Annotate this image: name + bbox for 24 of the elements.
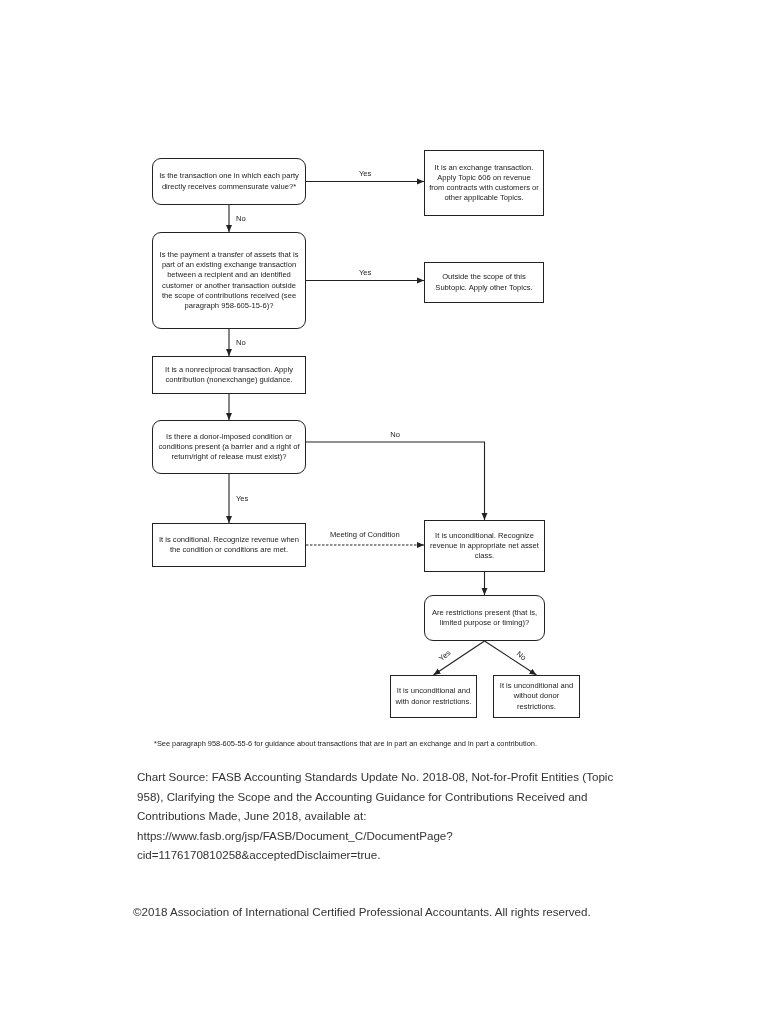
caption: Chart Source: FASB Accounting Standards Update No. 2018-08, Not-for-Profit Entities (Topic 958), Clarifying the Scope and the Accounting Guidance for Contributions Received and Contributions Made, June 2018, available at: https://www.fasb.org/jsp/FASB/Document_C/DocumentPage?cid=1176170810258&acceptedDisclaimer=true. bbox=[137, 769, 615, 863]
arrow bbox=[226, 473, 232, 524]
process-box bbox=[424, 150, 544, 216]
arrow bbox=[481, 571, 488, 596]
arrow bbox=[226, 204, 232, 233]
decision-box bbox=[152, 232, 306, 329]
arrow bbox=[305, 277, 425, 284]
decision-box bbox=[152, 158, 306, 205]
arrow bbox=[226, 328, 232, 357]
process-box bbox=[493, 675, 580, 718]
arrow bbox=[305, 542, 425, 548]
arrow bbox=[305, 178, 425, 185]
decision-box bbox=[152, 420, 306, 474]
copyright-notice: ©2018 Association of International Certified Professional Accountants. All rights reserved. bbox=[133, 905, 591, 918]
process-box bbox=[152, 523, 306, 567]
decision-box bbox=[424, 595, 545, 641]
arrow bbox=[483, 640, 538, 676]
arrow bbox=[226, 393, 232, 421]
arrow bbox=[432, 640, 486, 676]
process-box bbox=[390, 675, 477, 718]
process-box bbox=[152, 356, 306, 394]
process-box bbox=[424, 262, 544, 303]
arrow bbox=[305, 441, 488, 521]
process-box bbox=[424, 520, 545, 572]
